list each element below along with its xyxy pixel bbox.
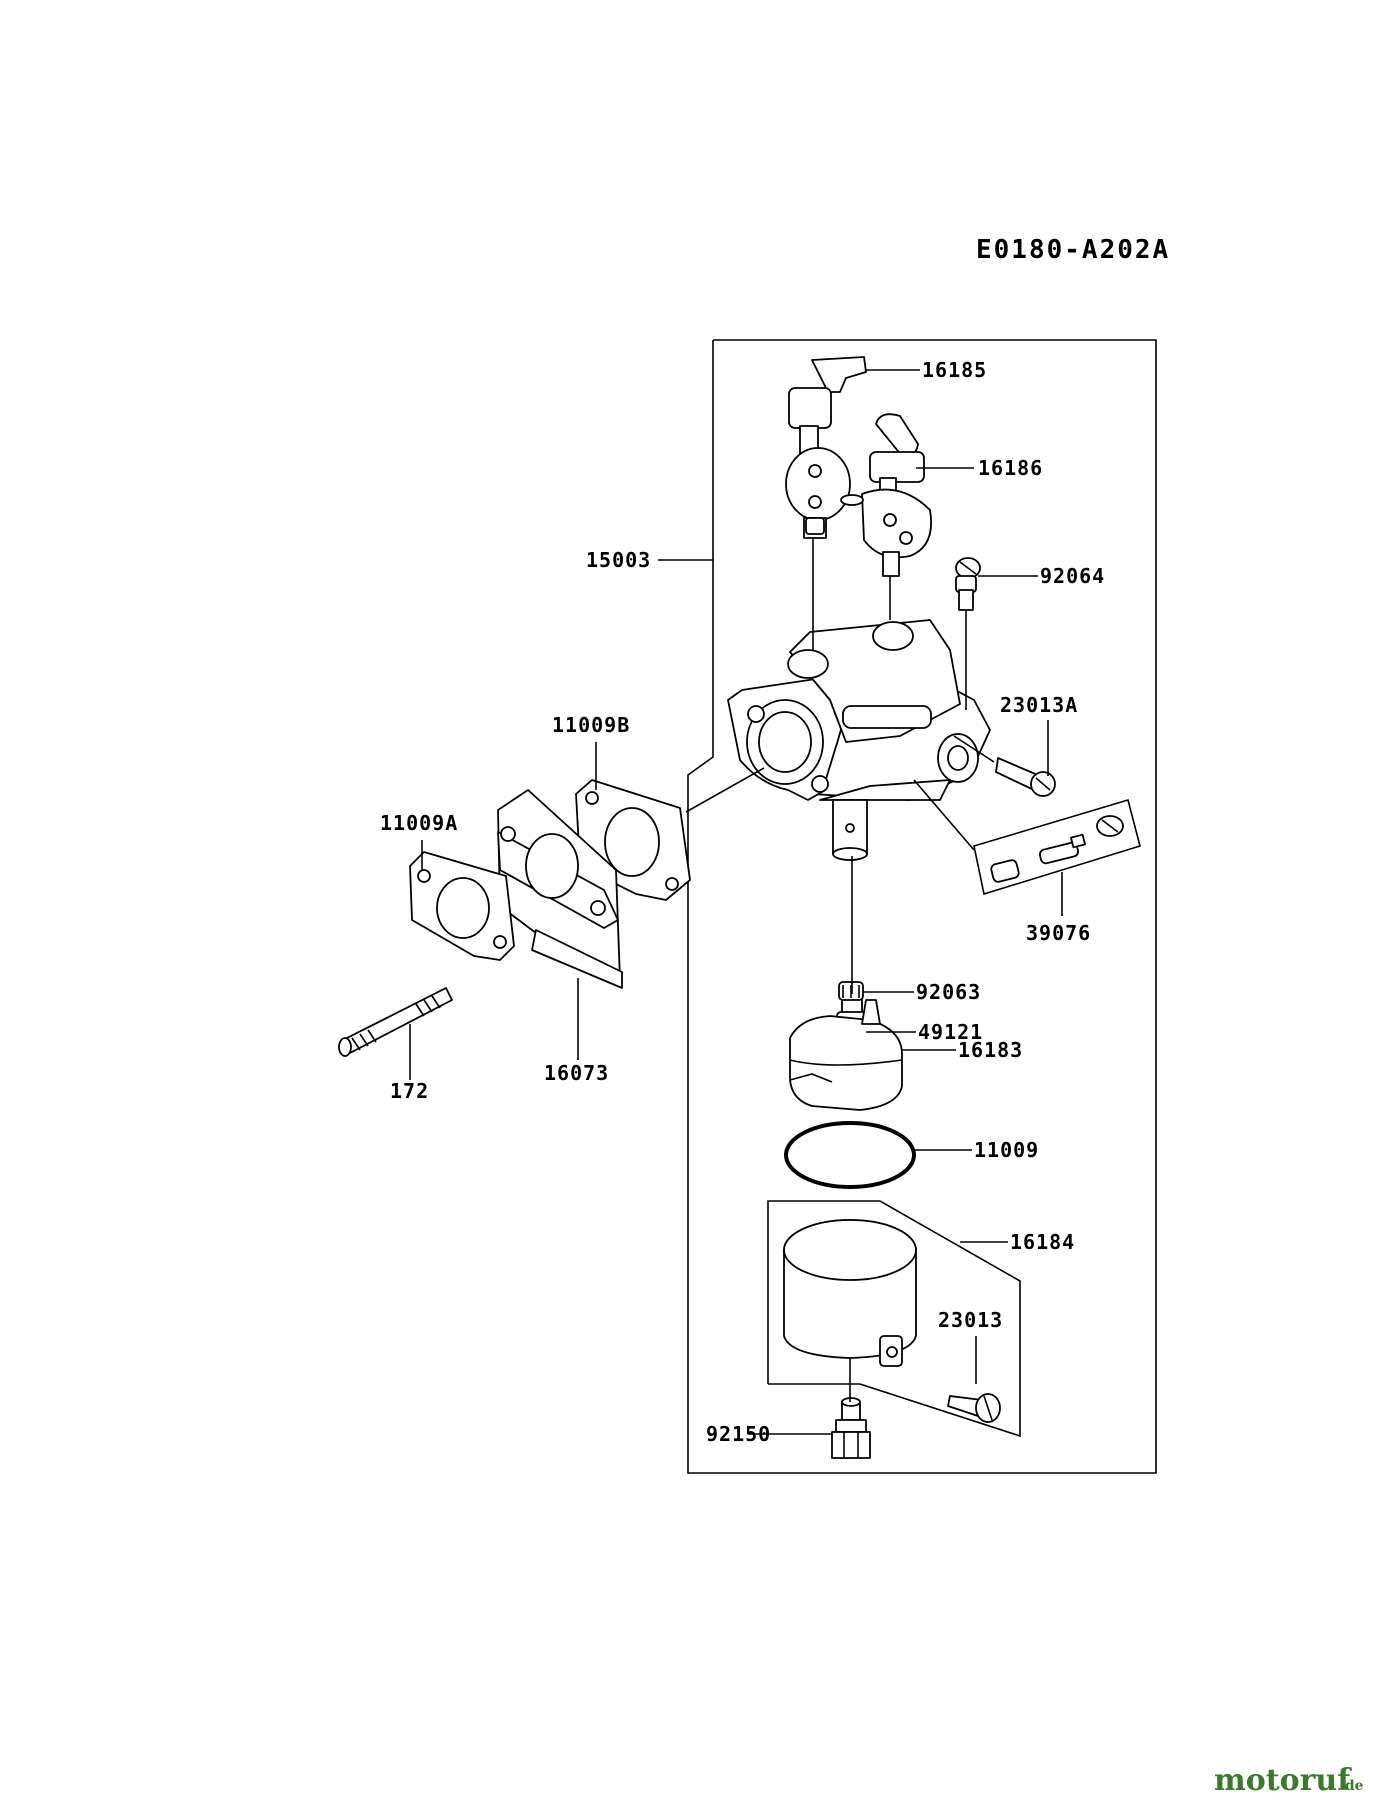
logo-suffix: .de (1340, 1778, 1364, 1794)
callout-11009a: 11009A (380, 811, 458, 835)
callout-16073: 16073 (544, 1061, 609, 1085)
part-92064-screw (955, 557, 981, 611)
callout-39076: 39076 (1026, 921, 1091, 945)
part-11009a-gasket (409, 851, 515, 961)
callout-16184: 16184 (1010, 1230, 1075, 1254)
part-11009-o-ring (784, 1121, 916, 1189)
part-16183-float (789, 999, 903, 1111)
callout-11009: 11009 (974, 1138, 1039, 1162)
part-92063-jet-visible (838, 981, 864, 1001)
callout-16183: 16183 (958, 1038, 1023, 1062)
leader-lines (409, 369, 1063, 1435)
diagram-code: E0180-A202A (976, 235, 1170, 265)
part-15003-carburetor-body (727, 619, 991, 861)
part-49121-nozzle (840, 494, 864, 506)
callout-23013: 23013 (938, 1308, 1003, 1332)
part-39076-jet-set (973, 798, 1141, 896)
part-16186-choke-shaft (861, 413, 932, 577)
part-23013a-screw (995, 757, 1056, 797)
callout-labels: 16185 16186 15003 92064 23013A 11009B 11… (380, 358, 1105, 1446)
part-172-stud (338, 987, 453, 1057)
part-16073-insulator (497, 789, 623, 989)
part-92150-bolt (831, 1397, 871, 1459)
callout-15003: 15003 (586, 548, 651, 572)
part-16185-throttle-shaft (785, 356, 867, 539)
callout-23013a: 23013A (1000, 693, 1078, 717)
callout-16186: 16186 (978, 456, 1043, 480)
callout-49121: 49121 (918, 1020, 983, 1044)
callout-16185: 16185 (922, 358, 987, 382)
assembly-outline (687, 339, 1157, 1474)
logo-text: motoruf (1214, 1763, 1352, 1798)
callout-172: 172 (390, 1079, 429, 1103)
part-23013-screw (947, 1393, 1001, 1423)
callout-92064: 92064 (1040, 564, 1105, 588)
part-16184-float-bowl (767, 1200, 1021, 1438)
callout-92063: 92063 (916, 980, 981, 1004)
callout-92150: 92150 (706, 1422, 771, 1446)
callout-11009b: 11009B (552, 713, 630, 737)
motoruf-logo: motoruf .de (1214, 1763, 1364, 1798)
